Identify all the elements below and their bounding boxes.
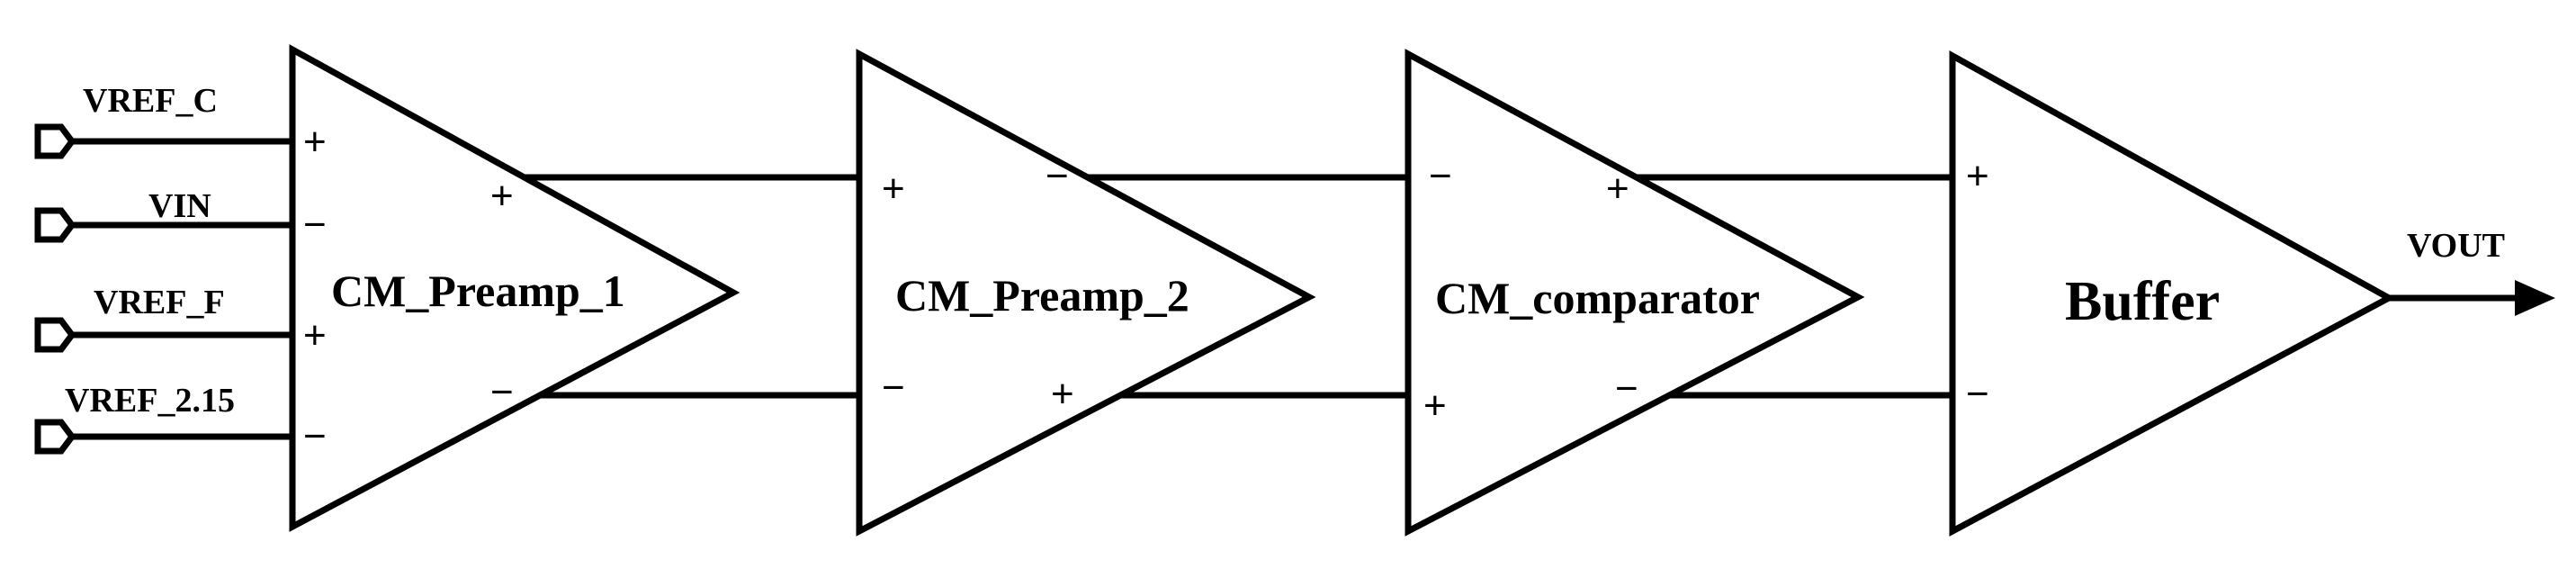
port-vref-c-icon (34, 123, 76, 159)
port-vin-icon (34, 207, 76, 243)
preamp1-in1-plus: + (303, 120, 327, 164)
label-vref-f: VREF_F (94, 284, 225, 321)
block-preamp1-triangle (289, 44, 740, 532)
label-vref-c: VREF_C (83, 82, 218, 120)
block-buffer-triangle (1949, 50, 2396, 537)
preamp2-out-minus: − (1046, 154, 1069, 198)
preamp1-in3-plus: + (303, 313, 327, 357)
port-vref-f-icon (34, 317, 76, 353)
preamp2-in-minus: − (882, 366, 905, 410)
port-vref-215-icon (34, 419, 76, 455)
preamp2-in-plus: + (882, 167, 905, 211)
block-preamp2-triangle (856, 49, 1316, 537)
block-buffer-label: Buffer (2065, 271, 2220, 332)
block-preamp1-label: CM_Preamp_1 (331, 266, 625, 316)
comparator-in-minus: − (1429, 154, 1452, 198)
comparator-out-plus: + (1606, 167, 1629, 211)
buffer-in-minus: − (1966, 372, 1989, 416)
comparator-in-plus: + (1423, 384, 1447, 428)
label-vin: VIN (148, 187, 211, 225)
preamp1-in2-minus: − (303, 203, 327, 247)
label-vref-215: VREF_2.15 (65, 382, 235, 420)
block-preamp2-label: CM_Preamp_2 (895, 270, 1189, 321)
preamp2-out-plus: + (1051, 372, 1074, 416)
buffer-in-plus: + (1966, 154, 1989, 198)
arrow-right-icon (2515, 280, 2555, 316)
block-comparator-label: CM_comparator (1435, 273, 1760, 323)
preamp1-out-plus: + (490, 174, 514, 218)
label-vout: VOUT (2407, 227, 2505, 265)
preamp1-in4-minus: − (303, 414, 327, 458)
comparator-out-minus: − (1615, 366, 1638, 411)
block-comparator-triangle (1405, 49, 1865, 537)
preamp1-out-minus: − (490, 370, 514, 414)
